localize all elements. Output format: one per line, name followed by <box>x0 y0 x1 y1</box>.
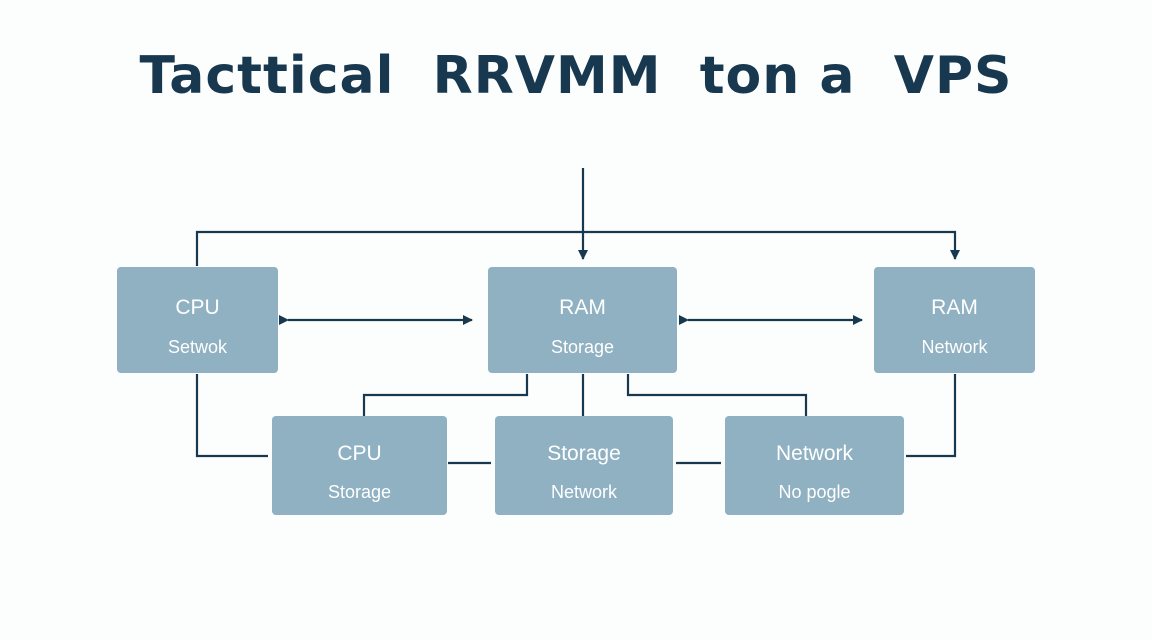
node-bottom-right-sublabel: No pogle <box>778 482 851 502</box>
node-top-left-sublabel: Setwok <box>167 337 228 357</box>
node-bottom-left-sublabel: Storage <box>327 482 392 502</box>
center-to-bottom-left-connector <box>362 374 529 416</box>
node-bottom-right: Network No pogle <box>725 416 904 515</box>
node-bottom-left: CPU Storage <box>272 416 447 515</box>
node-top-right: RAM Network <box>874 267 1035 373</box>
left-to-bottom-left-connector <box>195 374 268 458</box>
node-top-center-label: RAM <box>559 296 606 319</box>
node-top-center: RAM Storage <box>488 267 677 373</box>
node-top-right-label: RAM <box>931 296 978 319</box>
node-top-center-sublabel: Storage <box>550 337 615 357</box>
node-bottom-right-label: Network <box>775 442 854 465</box>
node-top-right-sublabel: Network <box>921 337 988 357</box>
node-top-left-label: CPU <box>175 296 220 319</box>
node-bottom-center-sublabel: Network <box>550 482 617 502</box>
node-bottom-left-label: CPU <box>337 442 382 465</box>
node-bottom-center-label: Storage <box>547 442 621 465</box>
node-bottom-center: Storage Network <box>495 416 673 515</box>
node-top-left: CPU Setwok <box>117 267 278 373</box>
top-bus-connector <box>195 230 960 266</box>
center-to-bottom-right-connector <box>626 374 808 416</box>
diagram-title: Tacttical RRVMM ton a VPS <box>139 46 1013 106</box>
bottom-right-to-right-connector <box>906 374 957 458</box>
